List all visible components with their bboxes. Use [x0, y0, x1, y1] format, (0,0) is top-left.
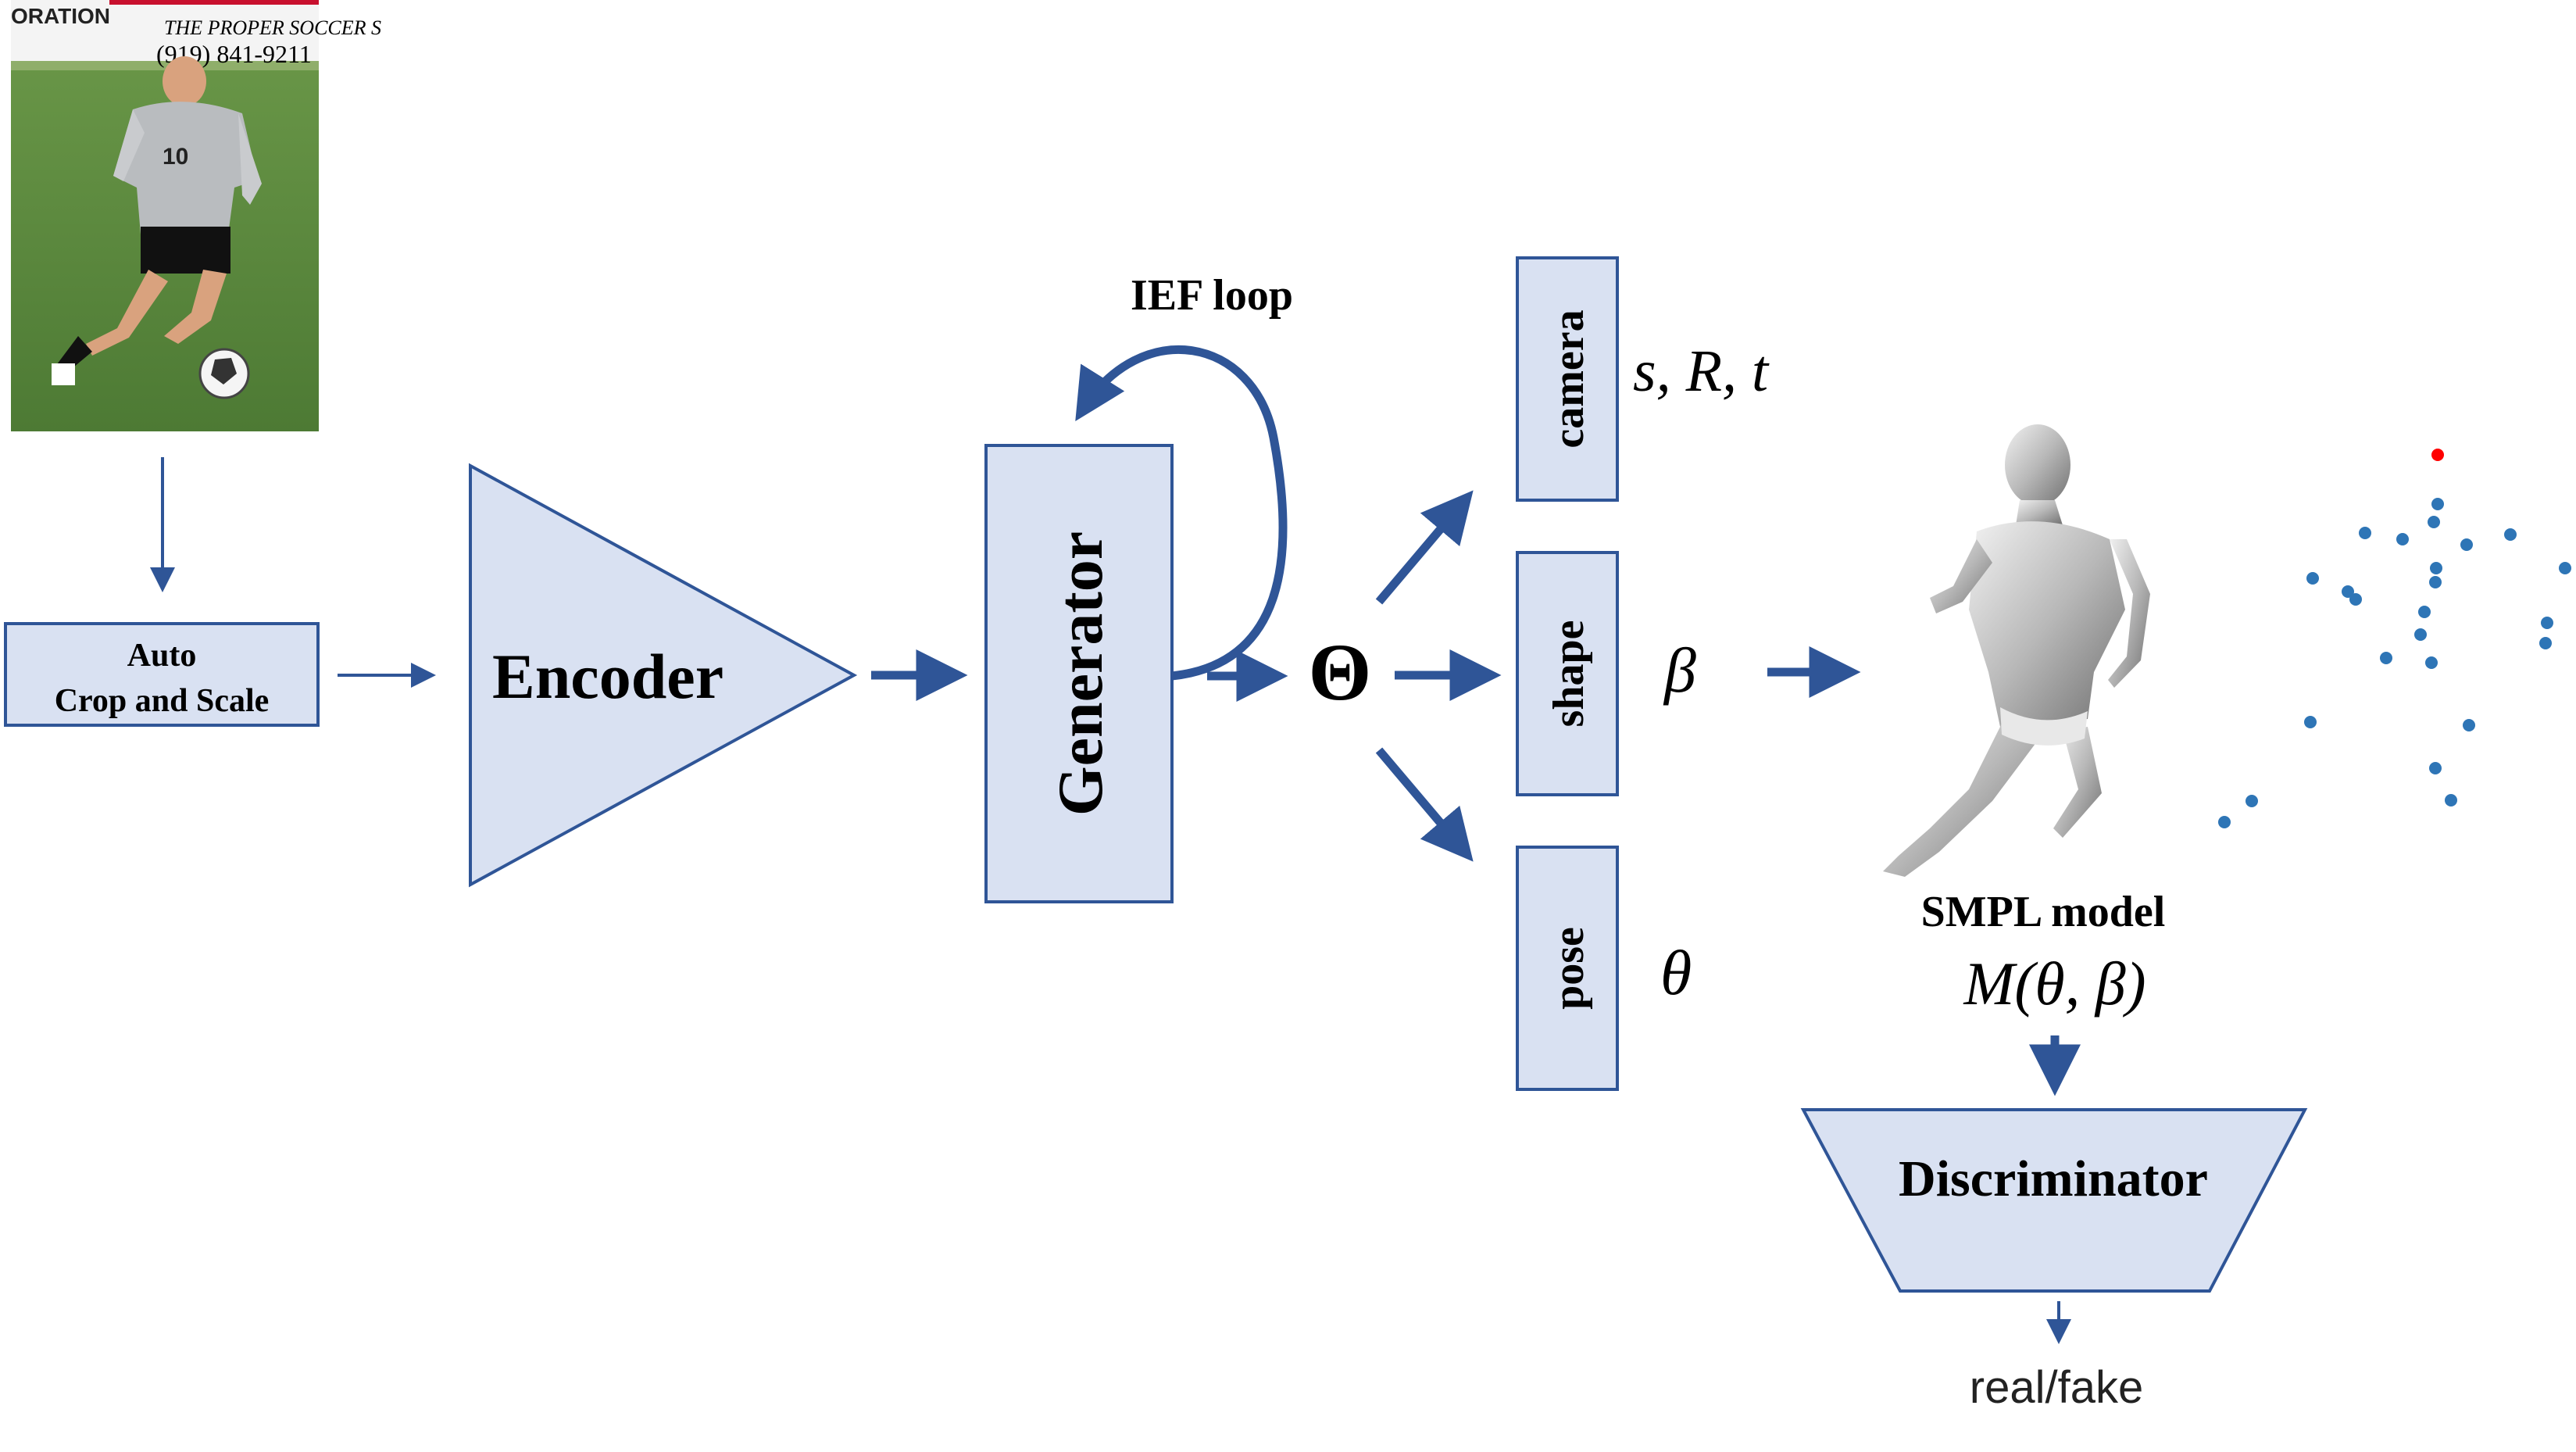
pose-params: θ — [1660, 937, 1692, 1008]
arrow-theta-to-camera — [1375, 490, 1474, 605]
arrow-theta-to-pose — [1375, 747, 1474, 862]
shape-label: shape — [1545, 620, 1593, 728]
camera-box: camera — [1516, 256, 1619, 502]
keypoint — [2429, 762, 2442, 774]
keypoint — [2559, 562, 2571, 574]
keypoint — [2380, 652, 2392, 664]
smpl-label: SMPL model — [1921, 888, 2166, 936]
crop-box-line1: Auto — [127, 638, 197, 674]
keypoint — [2460, 538, 2473, 551]
shape-box: shape — [1516, 551, 1619, 796]
discriminator-label: Discriminator — [1899, 1150, 2208, 1207]
keypoint — [2463, 719, 2475, 731]
keypoint — [2425, 656, 2438, 669]
smpl-body-mesh — [1883, 424, 2150, 877]
keypoint-skeleton-plot — [2218, 449, 2571, 828]
keypoint — [2396, 533, 2409, 545]
keypoint — [2430, 562, 2442, 574]
theta-symbol: Θ — [1309, 628, 1372, 717]
keypoint — [2304, 716, 2317, 728]
result-label: real/fake — [1970, 1362, 2143, 1413]
keypoint — [2246, 795, 2258, 807]
jersey-number: 10 — [163, 144, 188, 170]
keypoint — [2418, 606, 2431, 618]
pose-label: pose — [1545, 927, 1593, 1010]
ief-loop: IEF loop — [1075, 271, 1293, 681]
keypoint — [2539, 637, 2552, 649]
keypoint — [2445, 794, 2457, 806]
camera-params: s, R, t — [1633, 338, 1770, 404]
keypoint — [2342, 585, 2354, 598]
keypoint — [2414, 628, 2427, 641]
keypoint — [2504, 528, 2517, 541]
generator-block: Generator — [984, 444, 1174, 903]
keypoint — [2359, 527, 2371, 539]
keypoint — [2429, 576, 2442, 588]
keypoint — [2218, 816, 2231, 828]
smpl-formula: M(θ, β) — [1963, 950, 2145, 1017]
keypoint — [2306, 572, 2319, 585]
crop-box-line2: Crop and Scale — [55, 683, 270, 719]
keypoint — [2541, 617, 2553, 629]
soccer-ball-icon — [198, 348, 250, 399]
pose-box: pose — [1516, 846, 1619, 1091]
keypoint — [2428, 516, 2440, 528]
keypoint — [2431, 498, 2444, 510]
auto-crop-box: Auto Crop and Scale — [4, 622, 320, 727]
discriminator-block: Discriminator — [1800, 1108, 2308, 1293]
soccer-player-photo: ORATION THE PROPER SOCCER S (919) 841-92… — [11, 0, 381, 431]
encoder-label: Encoder — [492, 641, 723, 712]
ief-loop-label: IEF loop — [1131, 271, 1293, 320]
player-figure: 10 — [52, 56, 262, 385]
keypoint-head — [2431, 449, 2444, 461]
shape-params: β — [1663, 635, 1696, 706]
banner-right-text: THE PROPER SOCCER S — [164, 16, 381, 39]
keypoint — [2349, 593, 2362, 606]
camera-label: camera — [1545, 309, 1593, 448]
ief-loop-arrow — [1075, 345, 1288, 681]
banner-left-text: ORATION — [11, 4, 110, 28]
encoder-block: Encoder — [469, 463, 858, 888]
generator-label: Generator — [1045, 531, 1116, 816]
